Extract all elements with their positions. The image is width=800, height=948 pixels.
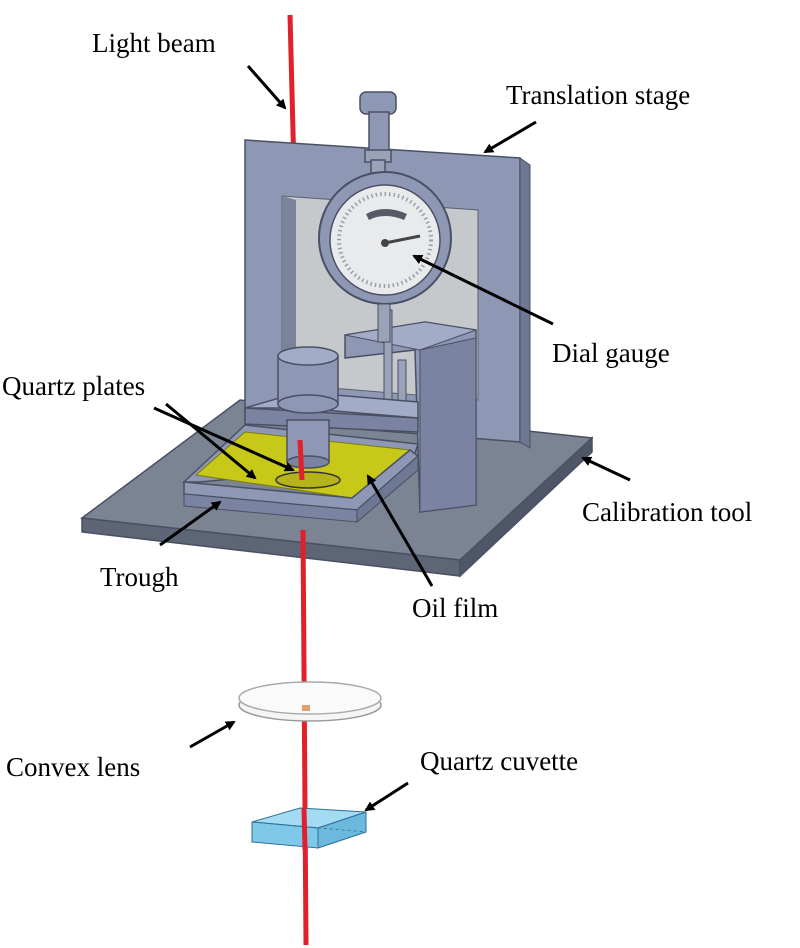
label-quartz-cuvette: Quartz cuvette [420,746,578,776]
label-translation-stage: Translation stage [506,80,690,110]
label-quartz-plates: Quartz plates [2,371,145,401]
arrow-translation-stage [483,120,537,154]
arrow-trough [159,500,222,547]
light-beam-mid [297,439,305,481]
label-calibration-tool: Calibration tool [582,497,752,527]
label-light-beam: Light beam [92,28,216,58]
label-trough: Trough [100,562,179,592]
arrow-convex-lens [189,720,236,749]
quartz-plate-holder [277,346,339,469]
label-convex-lens: Convex lens [6,752,140,782]
arrow-dial-gauge [412,254,554,326]
arrow-oil-film [366,474,434,587]
label-oil-film: Oil film [412,593,498,623]
arrow-calibration-tool [581,456,631,482]
quartz-cuvette [251,807,367,849]
arrow-light-beam [246,65,287,110]
arrow-quartz-cuvette [364,781,409,812]
arrow-quartz-plates-1 [153,406,295,472]
arrow-quartz-plates-2 [165,402,257,480]
light-beam-lower [300,529,309,946]
leader-arrows [153,65,631,812]
label-dial-gauge: Dial gauge [552,338,670,368]
dial-gauge [318,91,452,343]
convex-lens [238,681,382,722]
translation-stage-column [344,309,477,513]
